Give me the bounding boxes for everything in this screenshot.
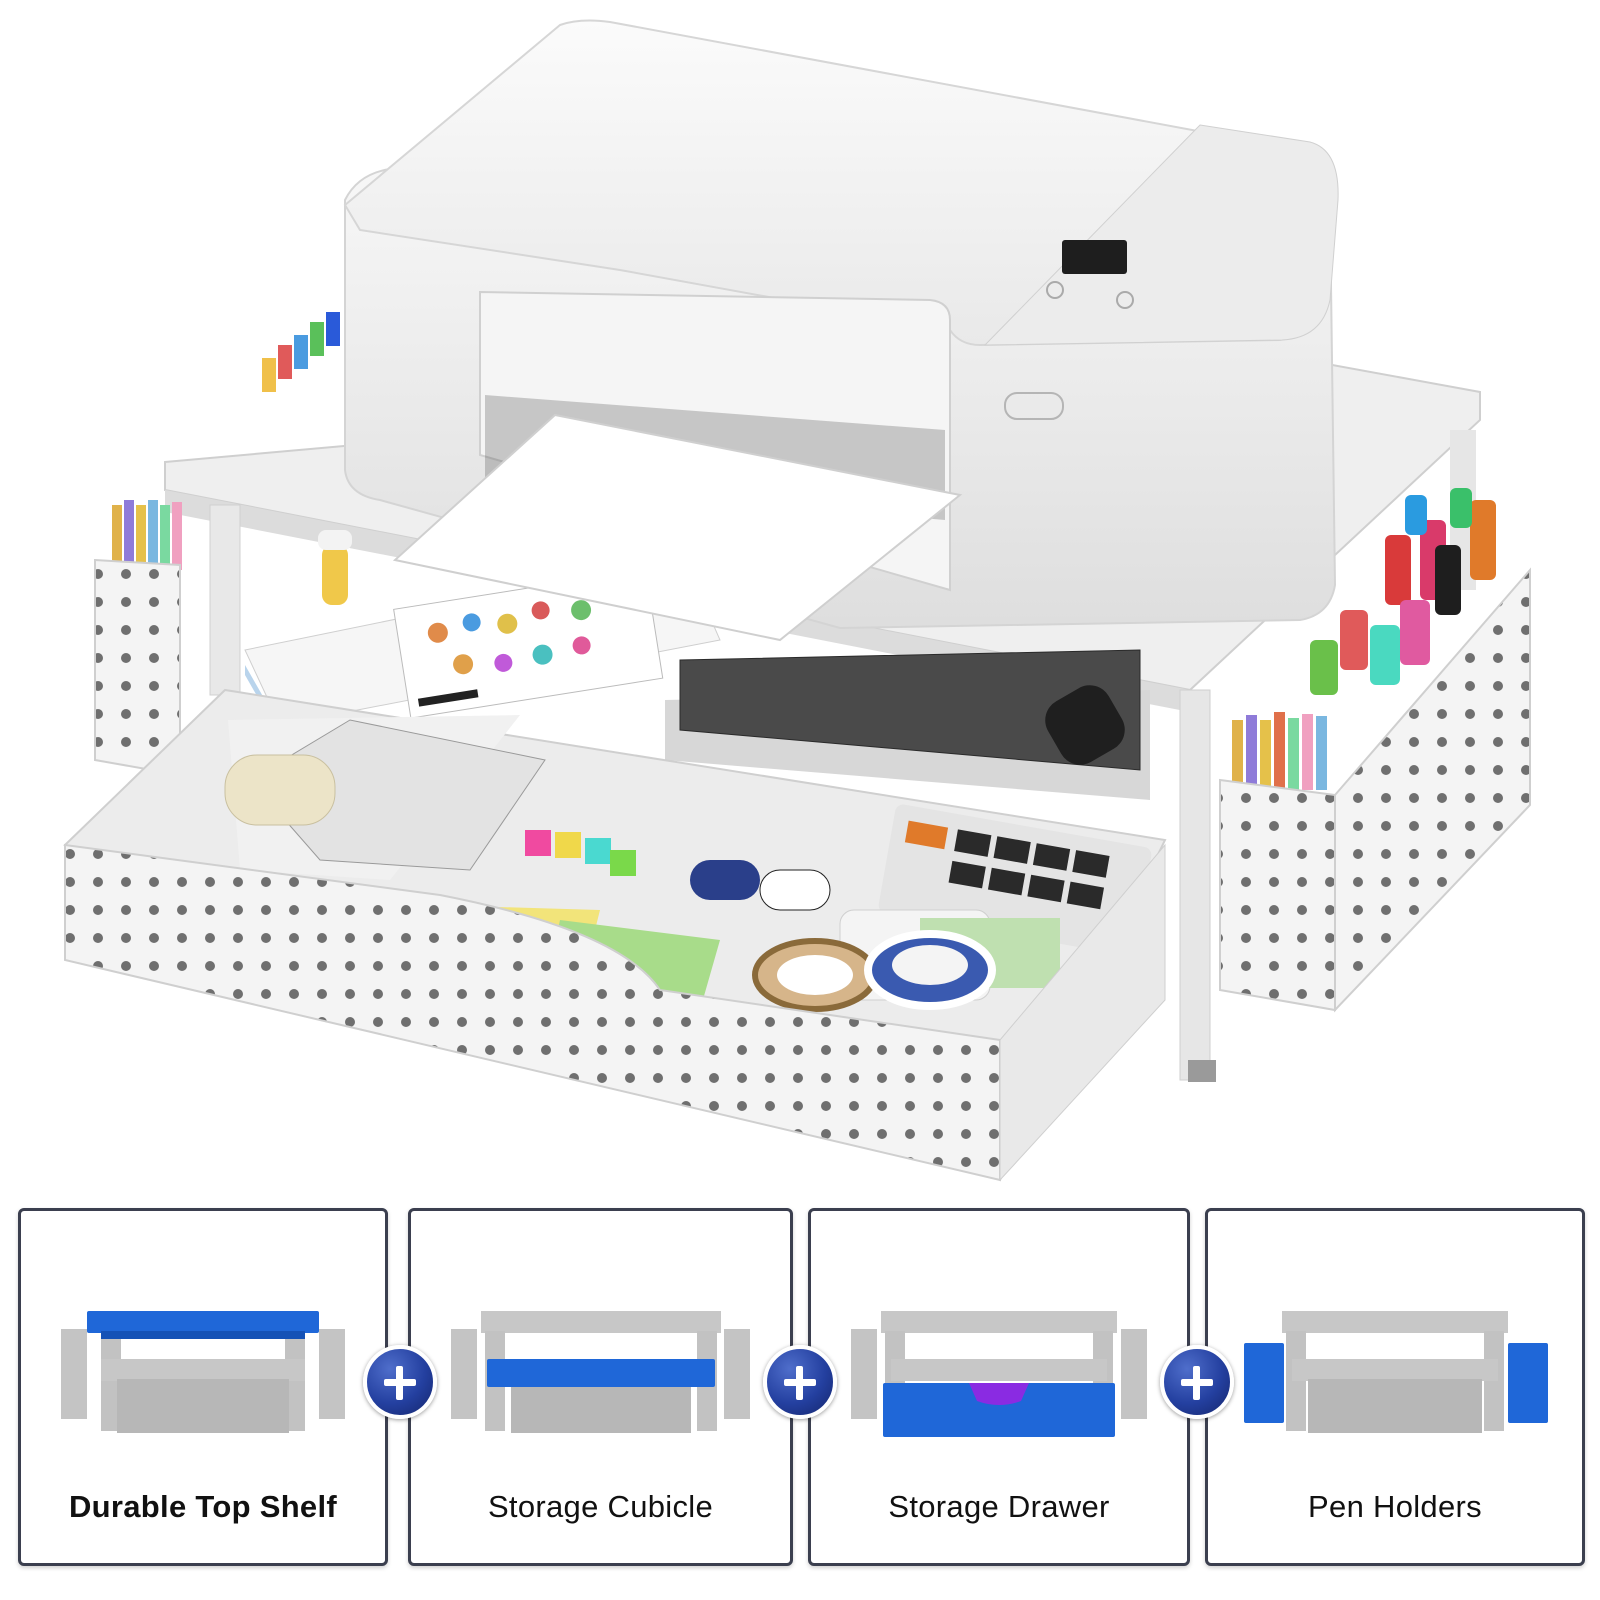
feature-label-pen-holders: Pen Holders <box>1308 1489 1482 1524</box>
pen-holders-diagram-icon <box>1244 1311 1548 1433</box>
feature-label-storage-drawer: Storage Drawer <box>888 1489 1110 1524</box>
feature-label-top-shelf: Durable Top Shelf <box>68 1489 338 1524</box>
binder-clips <box>525 830 636 876</box>
feature-card-storage-cubicle: Storage Cubicle <box>408 1208 793 1566</box>
storage-drawer <box>63 688 1167 1182</box>
feature-label-storage-cubicle: Storage Cubicle <box>487 1489 714 1524</box>
top-shelf-diagram-icon <box>61 1311 345 1433</box>
right-pen-holder <box>1219 488 1531 1013</box>
feature-card-storage-drawer: Storage Drawer <box>808 1208 1190 1566</box>
plus-icon <box>1160 1345 1234 1419</box>
feature-card-pen-holders: Pen Holders <box>1205 1208 1585 1566</box>
cubicle-contents <box>244 530 1150 800</box>
product-photo <box>63 19 1531 1182</box>
plus-icon <box>763 1345 837 1419</box>
storage-cubicle-diagram-icon <box>451 1311 750 1433</box>
storage-drawer-diagram-icon <box>851 1311 1147 1437</box>
printer <box>343 19 1339 642</box>
plus-icon <box>363 1345 437 1419</box>
feature-card-top-shelf: Durable Top Shelf <box>18 1208 388 1566</box>
